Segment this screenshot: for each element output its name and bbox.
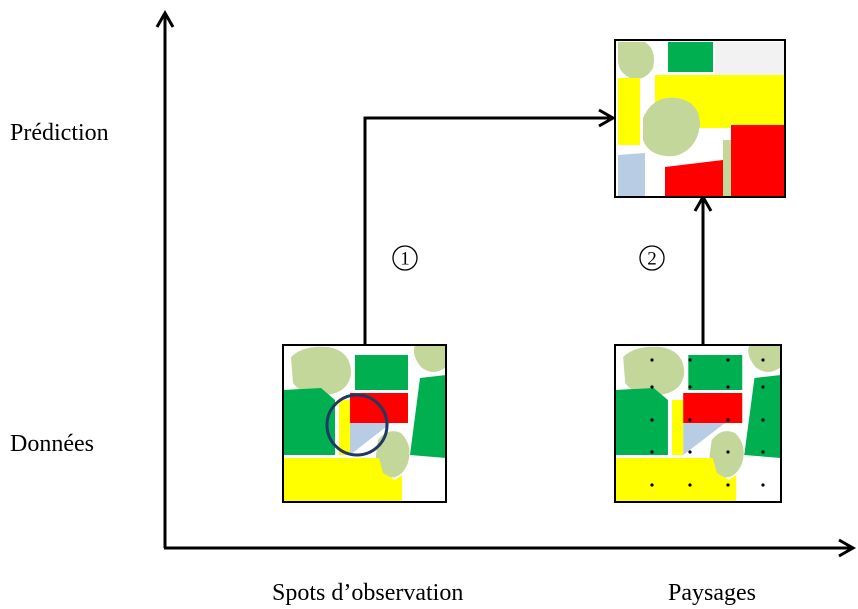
observation-dot — [650, 358, 654, 362]
axes — [155, 9, 857, 558]
observation-dot — [650, 483, 654, 487]
observation-dot — [761, 418, 765, 422]
tile-landscape — [614, 344, 782, 503]
patch-light-green-bottom — [709, 431, 744, 478]
tile-observation-spots — [282, 344, 447, 503]
tile-prediction — [614, 39, 786, 198]
tile-border — [614, 39, 786, 198]
observation-dot — [726, 385, 730, 389]
step-marker-2-number: 2 — [647, 249, 657, 270]
patch-yellow-bottom — [615, 458, 737, 502]
observation-dot — [650, 418, 654, 422]
observation-dot — [761, 483, 765, 487]
x-label-paysages: Paysages — [668, 580, 756, 606]
y-label-donnees: Données — [10, 431, 94, 457]
patch-light-green-top-right — [413, 345, 446, 372]
observation-dot-grid — [650, 358, 765, 487]
step-marker-1-ring — [392, 245, 418, 271]
x-label-spots-observation: Spots d’observation — [272, 580, 463, 606]
observation-dot — [688, 358, 692, 362]
patch-light-green-top-left — [291, 346, 351, 395]
patch-red-bottom — [665, 160, 723, 197]
step-marker-2-ring — [639, 245, 665, 271]
patch-light-blue — [350, 423, 391, 455]
patch-green-top — [688, 355, 743, 390]
observation-dot — [726, 418, 730, 422]
y-axis-arrowhead — [155, 9, 175, 28]
arrow-step-2 — [693, 193, 713, 345]
patch-light-green-top-left — [618, 42, 654, 79]
patch-light-green-center — [643, 97, 700, 157]
tile-border — [282, 344, 447, 503]
observation-dot — [761, 385, 765, 389]
arrow-step-1-line — [363, 116, 612, 345]
patch-light-green-top-left — [623, 346, 685, 395]
step-marker-1: 1 — [392, 245, 418, 271]
patch-light-blue — [683, 423, 725, 455]
observation-dot — [688, 418, 692, 422]
step-marker-2: 2 — [639, 245, 665, 271]
patch-green-top — [355, 355, 408, 390]
patch-red-right — [731, 125, 785, 197]
patch-yellow-strip — [339, 400, 350, 455]
observation-dot — [688, 483, 692, 487]
observation-dot — [650, 450, 654, 454]
patch-light-green-bottom — [375, 431, 410, 478]
patch-green-left — [615, 388, 668, 455]
patch-red — [683, 393, 743, 423]
patch-light-green-top-right — [748, 345, 781, 372]
patch-green-right — [410, 375, 446, 458]
patch-green-right — [744, 375, 781, 458]
observation-dot — [726, 358, 730, 362]
patch-yellow-left — [618, 78, 640, 145]
observation-dot — [688, 450, 692, 454]
observation-dot — [726, 450, 730, 454]
patch-green-left — [283, 388, 335, 455]
observation-spot-circle — [325, 393, 389, 457]
patch-yellow-bottom — [283, 458, 402, 502]
patch-green-top — [668, 42, 713, 72]
patch-yellow-strip — [672, 400, 684, 455]
patch-light-green-strip — [723, 140, 731, 197]
arrow-step-1-head — [598, 108, 617, 128]
tile-border — [614, 344, 782, 503]
landscape-patches — [615, 345, 781, 502]
observation-dot — [726, 483, 730, 487]
x-axis-arrowhead — [838, 538, 857, 558]
observation-dot — [761, 450, 765, 454]
patch-light-blue — [618, 153, 645, 197]
patch-red — [350, 393, 408, 423]
arrow-step-1 — [363, 108, 617, 345]
observation-dot — [650, 385, 654, 389]
y-label-prediction: Prédiction — [10, 120, 109, 146]
patch-gray-top-right — [715, 42, 785, 75]
step-marker-1-number: 1 — [400, 249, 410, 270]
observation-dot — [761, 358, 765, 362]
observation-dot — [688, 385, 692, 389]
